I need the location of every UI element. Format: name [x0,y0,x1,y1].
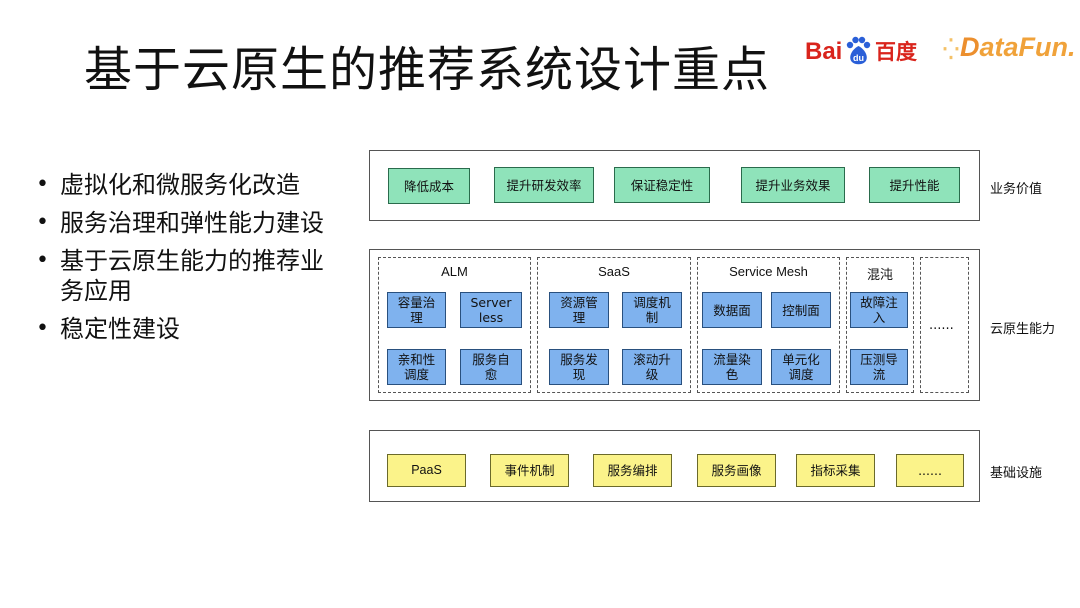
cap-box: 服务自愈 [460,349,522,385]
group-title: SaaS [598,264,630,279]
cap-box: 单元化调度 [771,349,831,385]
svg-text:du: du [853,53,864,63]
bullet-list: •虚拟化和微服务化改造 •服务治理和弹性能力建设 •基于云原生能力的推荐业务应用… [36,170,336,352]
cloud-native-label: 云原生能力 [990,322,1056,337]
group-saas: SaaS [537,257,691,393]
baidu-logo: Bai du 百度 [805,36,917,65]
svg-text:百度: 百度 [875,40,917,64]
infra-box: 服务编排 [593,454,672,487]
group-alm: ALM [378,257,531,393]
group-title: Service Mesh [729,264,808,279]
bullet-item: •稳定性建设 [36,315,180,343]
cap-box: 流量染色 [702,349,762,385]
infra-box: ...... [896,454,964,487]
cap-box: 压测导流 [850,349,908,385]
group-chaos: 混沌 [846,257,914,393]
cap-box: 亲和性调度 [387,349,446,385]
group-more [920,257,969,393]
infra-box: 服务画像 [697,454,776,487]
cap-box: Serverless [460,292,522,328]
infra-box: 指标采集 [796,454,875,487]
cap-box: 数据面 [702,292,762,328]
value-box-reduce-cost: 降低成本 [388,168,470,204]
svg-text:Bai: Bai [805,38,842,65]
cap-box: 控制面 [771,292,831,328]
datafun-logo: ⁛DataFun. [943,32,1076,62]
cap-box: 服务发现 [549,349,609,385]
infrastructure-layer [369,430,980,502]
group-title: 混沌 [866,267,893,282]
business-value-label: 业务价值 [990,182,1043,197]
cap-box: 资源管理 [549,292,609,328]
cap-box: 滚动升级 [622,349,682,385]
group-title: ALM [441,264,468,279]
value-box-dev-efficiency: 提升研发效率 [494,167,594,203]
bullet-item: •服务治理和弹性能力建设 [36,209,324,237]
infra-box: 事件机制 [490,454,569,487]
cap-box: 容量治理 [387,292,446,328]
infra-box: PaaS [387,454,466,487]
cap-box: 调度机制 [622,292,682,328]
group-service-mesh: Service Mesh [697,257,840,393]
infrastructure-label: 基础设施 [990,466,1043,481]
value-box-stability: 保证稳定性 [614,167,710,203]
page-title: 基于云原生的推荐系统设计重点 [84,42,771,98]
cap-box: 故障注入 [850,292,908,328]
value-box-performance: 提升性能 [869,167,960,203]
bullet-item: •基于云原生能力的推荐业务应用 [36,247,324,305]
value-box-business-effect: 提升业务效果 [741,167,845,203]
bullet-item: •虚拟化和微服务化改造 [36,171,300,199]
more-ellipsis: ...... [929,318,954,333]
